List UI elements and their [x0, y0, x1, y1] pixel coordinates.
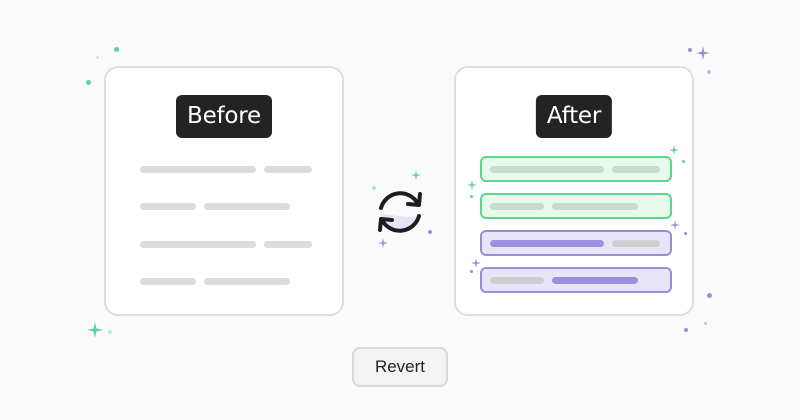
sync-arrows-icon: [378, 191, 422, 233]
text-line-placeholder: [612, 166, 660, 173]
sparkle-icon: [87, 322, 103, 338]
sparkle-icon: [670, 220, 680, 230]
sparkle-dot: [684, 328, 688, 332]
sparkle-icon: [411, 170, 421, 180]
changed-line-highlight: [480, 267, 672, 293]
sparkle-dot: [707, 70, 711, 74]
sparkle-dot: [96, 56, 99, 59]
sparkle-icon: [669, 145, 679, 155]
revert-button[interactable]: Revert: [352, 347, 448, 387]
text-line-placeholder: [204, 278, 290, 285]
text-line-placeholder: [612, 240, 660, 247]
sparkle-dot: [470, 270, 473, 273]
sparkle-icon: [467, 180, 477, 190]
text-line-placeholder: [490, 166, 604, 173]
sparkle-dot: [707, 293, 712, 298]
text-line-placeholder: [140, 278, 196, 285]
sparkle-dot: [682, 160, 685, 163]
sparkle-icon: [696, 46, 710, 60]
sparkle-dot: [470, 195, 473, 198]
text-line-placeholder: [552, 277, 638, 284]
sparkle-dot: [86, 80, 91, 85]
text-line-placeholder: [264, 166, 312, 173]
text-line-placeholder: [140, 241, 256, 248]
added-line-highlight: [480, 193, 672, 219]
added-line-highlight: [480, 156, 672, 182]
sparkle-dot: [114, 47, 119, 52]
after-label: After: [535, 95, 613, 138]
before-label: Before: [176, 95, 272, 138]
text-line-placeholder: [140, 203, 196, 210]
sparkle-dot: [108, 330, 112, 334]
after-card: After: [454, 66, 694, 316]
sparkle-dot: [688, 48, 692, 52]
text-line-placeholder: [552, 203, 638, 210]
sparkle-dot: [428, 230, 432, 234]
text-line-placeholder: [264, 241, 312, 248]
sparkle-icon: [378, 238, 388, 248]
changed-line-highlight: [480, 230, 672, 256]
text-line-placeholder: [490, 277, 544, 284]
text-line-placeholder: [140, 166, 256, 173]
before-card: Before: [104, 66, 344, 316]
text-line-placeholder: [490, 203, 544, 210]
sparkle-icon: [471, 258, 481, 268]
sparkle-dot: [684, 232, 687, 235]
sparkle-dot: [704, 322, 707, 325]
sparkle-dot: [372, 186, 376, 190]
text-line-placeholder: [204, 203, 290, 210]
text-line-placeholder: [490, 240, 604, 247]
